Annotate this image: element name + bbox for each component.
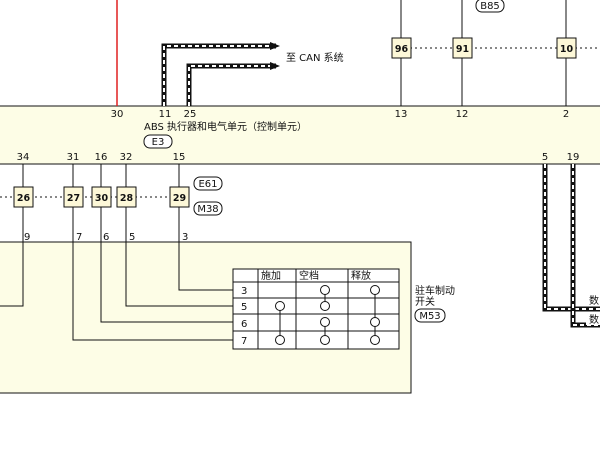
lower-connector-26: 26 bbox=[13, 186, 34, 208]
switch-row-pin: 6 bbox=[241, 319, 247, 330]
svg-text:B85: B85 bbox=[480, 1, 500, 12]
top-connector-10: 10 bbox=[556, 37, 577, 59]
abs-bottom-pin: 34 bbox=[17, 152, 30, 163]
switch-table: 施加 空档 释放 3 5 6 7 bbox=[232, 268, 400, 350]
abs-top-pin: 13 bbox=[395, 109, 408, 120]
svg-text:27: 27 bbox=[67, 193, 80, 204]
switch-header-apply: 施加 bbox=[261, 269, 281, 282]
route-wire-9 bbox=[0, 242, 24, 307]
abs-top-pin: 12 bbox=[456, 109, 469, 120]
contact-release-6 bbox=[370, 317, 380, 327]
svg-text:26: 26 bbox=[17, 193, 31, 204]
abs-bottom-pin: 32 bbox=[120, 152, 133, 163]
svg-text:E3: E3 bbox=[152, 137, 165, 148]
svg-text:29: 29 bbox=[173, 193, 186, 204]
contact-neutral-6 bbox=[320, 317, 330, 327]
svg-text:M38: M38 bbox=[197, 204, 218, 215]
contact-apply-5 bbox=[275, 301, 285, 311]
right-label-lower: 数 bbox=[589, 313, 599, 326]
lower-connector-29: 29 bbox=[169, 186, 190, 208]
switch-row-pin: 5 bbox=[241, 302, 247, 313]
svg-text:M53: M53 bbox=[419, 311, 440, 322]
right-label-upper: 数 bbox=[589, 294, 599, 307]
switch-header-neutral: 空档 bbox=[299, 269, 319, 282]
top-connector-96: 96 bbox=[391, 37, 412, 59]
switch-module-pin: 3 bbox=[182, 232, 188, 243]
route-wire-5 bbox=[125, 242, 233, 307]
lower-connector-28: 28 bbox=[116, 186, 137, 208]
route-wire-7 bbox=[72, 242, 233, 341]
connector-code-e61: E61 bbox=[193, 176, 223, 191]
switch-module-pin: 6 bbox=[103, 232, 109, 243]
contact-neutral-5 bbox=[320, 301, 330, 311]
can-system-label: 至 CAN 系统 bbox=[286, 51, 344, 64]
can-line-lower bbox=[186, 62, 280, 106]
abs-bottom-pin: 15 bbox=[173, 152, 186, 163]
abs-top-pin: 2 bbox=[563, 109, 569, 120]
switch-row-pin: 7 bbox=[241, 336, 247, 347]
switch-name: 驻车制动开关 bbox=[415, 284, 455, 308]
contact-neutral-7 bbox=[320, 335, 330, 345]
abs-top-pin: 30 bbox=[111, 109, 124, 120]
abs-top-pin: 11 bbox=[159, 109, 172, 120]
abs-unit-code: E3 bbox=[143, 134, 173, 149]
svg-text:E61: E61 bbox=[198, 179, 217, 190]
can-line-upper bbox=[161, 42, 280, 106]
switch-row-pin: 3 bbox=[241, 286, 247, 297]
route-wire-3 bbox=[178, 242, 233, 291]
switch-module-pin: 9 bbox=[24, 232, 30, 243]
abs-unit-body bbox=[0, 105, 600, 165]
switch-module-pin: 7 bbox=[76, 232, 82, 243]
abs-bottom-pin: 31 bbox=[67, 152, 80, 163]
contact-apply-7 bbox=[275, 335, 285, 345]
lower-connector-27: 27 bbox=[63, 186, 84, 208]
svg-text:30: 30 bbox=[95, 193, 109, 204]
route-wire-6 bbox=[100, 242, 233, 323]
switch-module-pin: 5 bbox=[129, 232, 135, 243]
contact-neutral-3 bbox=[320, 285, 330, 295]
contact-release-7 bbox=[370, 335, 380, 345]
abs-top-pin: 25 bbox=[184, 109, 197, 120]
lower-connector-30: 30 bbox=[91, 186, 112, 208]
shielded-line-5 bbox=[542, 164, 600, 312]
svg-text:91: 91 bbox=[456, 44, 469, 55]
abs-unit-title: ABS 执行器和电气单元（控制单元） bbox=[144, 120, 307, 133]
svg-text:10: 10 bbox=[560, 44, 574, 55]
abs-bottom-pin: 16 bbox=[95, 152, 108, 163]
connector-code-m38: M38 bbox=[193, 201, 223, 216]
abs-bottom-pin: 19 bbox=[567, 152, 580, 163]
top-connector-91: 91 bbox=[452, 37, 473, 59]
svg-text:96: 96 bbox=[395, 44, 409, 55]
svg-text:28: 28 bbox=[120, 193, 134, 204]
switch-code: M53 bbox=[414, 308, 446, 323]
connector-code-b85: B85 bbox=[475, 0, 505, 13]
switch-header-release: 释放 bbox=[351, 269, 371, 282]
abs-bottom-pin: 5 bbox=[542, 152, 548, 163]
contact-release-3 bbox=[370, 285, 380, 295]
